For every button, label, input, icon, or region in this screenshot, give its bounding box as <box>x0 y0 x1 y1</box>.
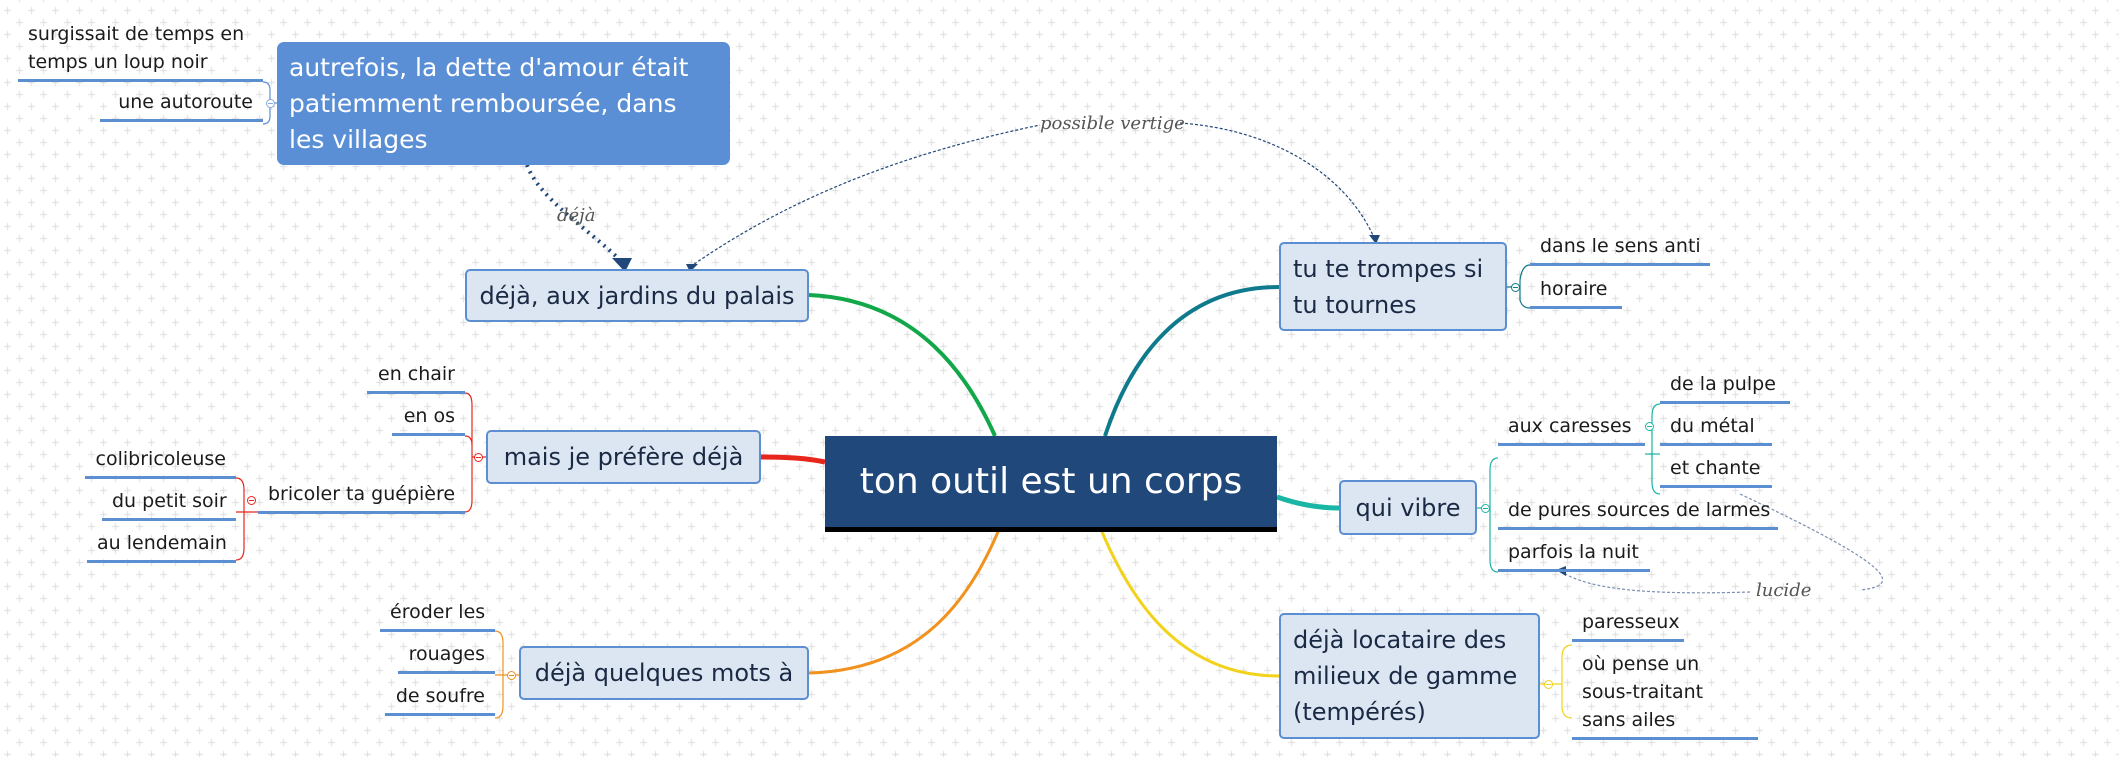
topic-vibre[interactable]: qui vibre <box>1339 480 1477 535</box>
subtopic-et-chante[interactable]: et chante <box>1660 454 1772 488</box>
branch-line-jardins <box>808 293 997 437</box>
subtopic-soufre[interactable]: de soufre <box>385 682 495 716</box>
subtopic-bricoler[interactable]: bricoler ta guépière <box>258 480 465 514</box>
floating-subtopic-2[interactable]: une autoroute <box>100 88 263 122</box>
topic-trompes[interactable]: tu te trompes si tu tournes <box>1279 242 1507 331</box>
branch-line-mots <box>808 526 1002 675</box>
collapse-toggle-floating[interactable] <box>266 99 275 108</box>
floating-subtopic-1[interactable]: surgissait de temps en temps un loup noi… <box>18 20 263 82</box>
subtopic-de-la-pulpe[interactable]: de la pulpe <box>1660 370 1790 404</box>
relationship-lucide[interactable] <box>1561 493 1884 594</box>
subtopic-du-petit-soir[interactable]: du petit soir <box>102 487 236 521</box>
relationship-possible-vertige[interactable] <box>689 122 1376 268</box>
floating-topic-label: autrefois, la dette d'amour était patiem… <box>289 53 689 154</box>
subtopic-sens-anti[interactable]: dans le sens anti <box>1530 232 1710 266</box>
collapse-toggle-mots[interactable] <box>507 671 516 680</box>
subtopic-du-metal[interactable]: du métal <box>1660 412 1772 446</box>
relationship-deja[interactable] <box>525 164 624 264</box>
subtopic-pures-sources[interactable]: de pures sources de larmes <box>1498 496 1778 530</box>
subtopic-horaire[interactable]: horaire <box>1530 275 1622 309</box>
floating-topic[interactable]: autrefois, la dette d'amour était patiem… <box>277 42 730 165</box>
subtopic-parfois-la-nuit[interactable]: parfois la nuit <box>1498 538 1650 572</box>
relationship-label-possible-vertige[interactable]: possible vertige <box>1040 113 1185 134</box>
subtopic-colibricoleuse[interactable]: colibricoleuse <box>85 445 236 479</box>
branch-line-vibre <box>1276 494 1340 511</box>
topic-prefere[interactable]: mais je préfère déjà <box>486 430 761 484</box>
subtopic-sous-traitant[interactable]: où pense un sous-traitant sans ailes <box>1572 650 1758 740</box>
branch-line-locataire <box>1098 526 1280 678</box>
topic-locataire[interactable]: déjà locataire des milieux de gamme (tem… <box>1279 613 1540 739</box>
subtopic-aux-caresses[interactable]: aux caresses <box>1498 412 1645 446</box>
subtopic-au-lendemain[interactable]: au lendemain <box>87 529 236 563</box>
collapse-toggle-bricoler[interactable] <box>247 496 256 505</box>
relationship-label-lucide[interactable]: lucide <box>1756 580 1812 601</box>
central-topic[interactable]: ton outil est un corps <box>825 436 1277 527</box>
subtopic-en-chair[interactable]: en chair <box>367 360 465 394</box>
collapse-toggle-caresses[interactable] <box>1645 422 1654 431</box>
collapse-toggle-prefere[interactable] <box>474 453 483 462</box>
collapse-toggle-trompes[interactable] <box>1511 283 1520 292</box>
topic-jardins[interactable]: déjà, aux jardins du palais <box>465 269 809 322</box>
collapse-toggle-vibre[interactable] <box>1481 504 1490 513</box>
relationship-label-deja[interactable]: déjà <box>557 205 596 226</box>
subtopic-rouages[interactable]: rouages <box>398 640 495 674</box>
branch-line-prefere <box>760 454 826 465</box>
branch-line-trompes <box>1103 285 1280 437</box>
collapse-toggle-locataire[interactable] <box>1544 680 1553 689</box>
subtopic-en-os[interactable]: en os <box>392 402 465 436</box>
subtopic-paresseux[interactable]: paresseux <box>1572 608 1684 642</box>
topic-mots[interactable]: déjà quelques mots à <box>519 646 809 700</box>
subtopic-eroder[interactable]: éroder les <box>380 598 495 632</box>
